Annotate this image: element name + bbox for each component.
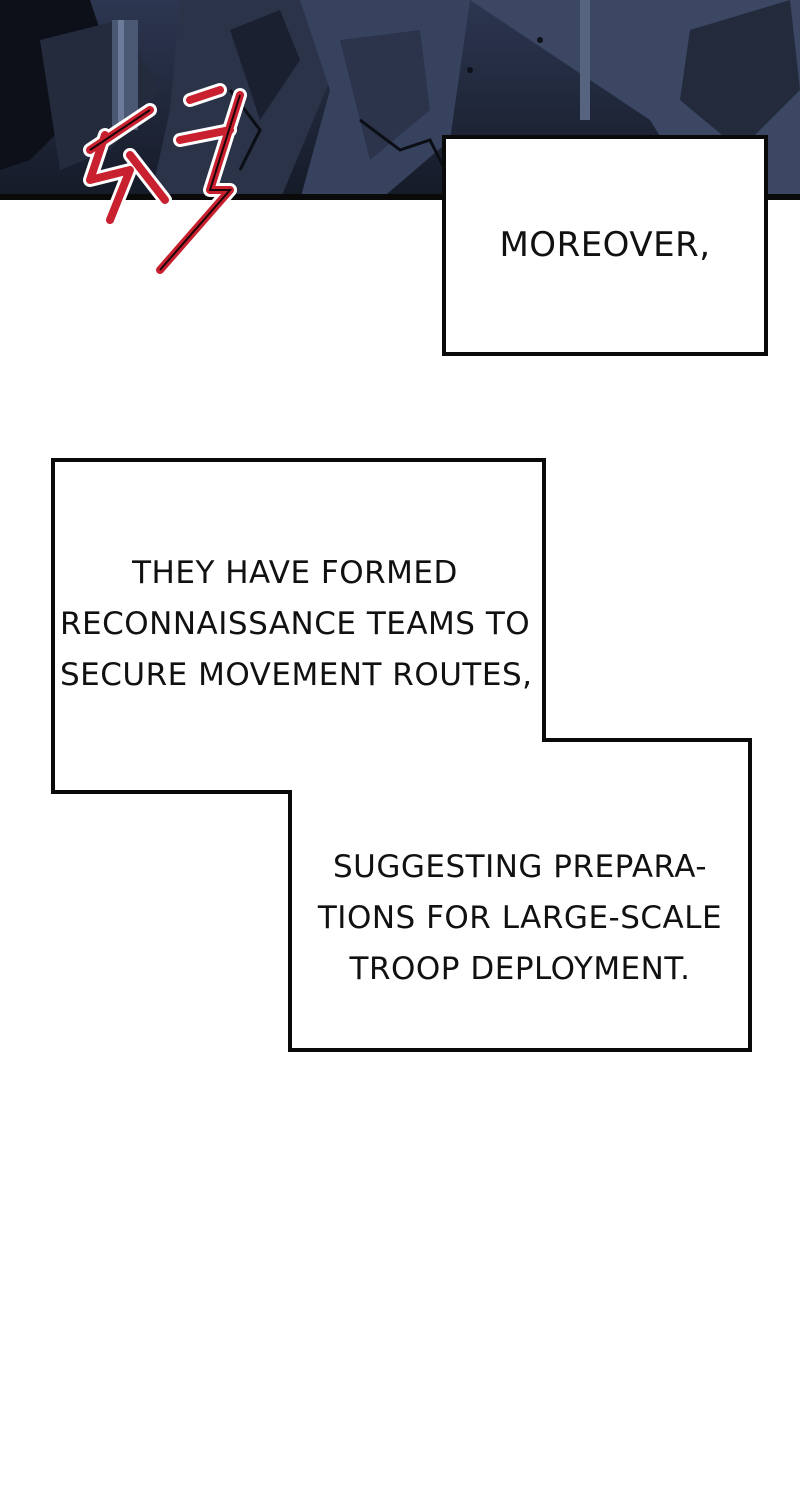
caption-text-reconnaissance: THEY HAVE FORMED RECONNAISSANCE TEAMS TO… bbox=[60, 548, 533, 701]
dark-scene-illustration bbox=[0, 0, 800, 200]
caption-line: TIONS FOR LARGE-SCALE bbox=[317, 900, 723, 936]
caption-line: SECURE MOVEMENT ROUTES, bbox=[60, 657, 533, 693]
caption-text-moreover: MOREOVER, bbox=[442, 228, 768, 262]
caption-line: MOREOVER, bbox=[499, 225, 711, 265]
sound-effect-lettering bbox=[70, 80, 260, 280]
caption-line: THEY HAVE FORMED bbox=[132, 555, 458, 591]
caption-box-moreover bbox=[442, 135, 768, 356]
caption-text-deployment: SUGGESTING PREPARA- TIONS FOR LARGE-SCAL… bbox=[300, 842, 740, 995]
artwork-panel bbox=[0, 0, 800, 200]
caption-line: SUGGESTING PREPARA- bbox=[332, 849, 708, 885]
caption-line: RECONNAISSANCE TEAMS TO bbox=[60, 606, 531, 642]
caption-line: TROOP DEPLOYMENT. bbox=[349, 951, 691, 987]
